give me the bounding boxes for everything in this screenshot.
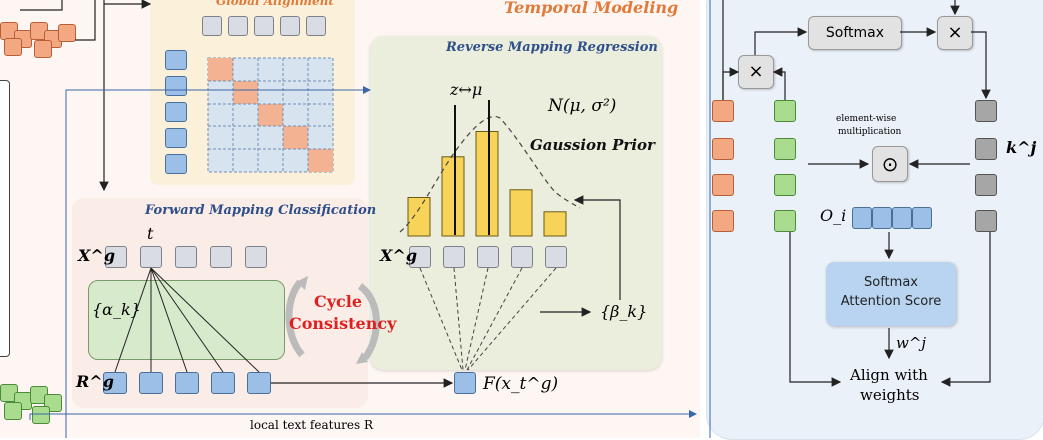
left-module-box [0,80,10,357]
gaussian-bar-chart [407,131,567,237]
orange-stack-item [58,24,76,42]
elementwise-label-2: multiplication [838,127,902,137]
right-k-feature [975,100,997,122]
oi-feature [872,207,892,229]
right-orange-feature [712,100,734,122]
reverse-xg-feature [477,246,499,268]
global-top-feature [254,16,274,36]
right-green-feature [774,138,796,160]
right-orange-feature [712,138,734,160]
gaussian-prior-label: Gaussion Prior [530,136,655,154]
right-k-feature [975,174,997,196]
global-left-feature [165,154,187,174]
forward-rg-feature [103,372,127,394]
forward-mapping-title: Forward Mapping Classification [145,203,377,218]
align-line1: Align with [850,366,928,384]
wj-label: w^j [896,334,927,352]
softmax-attention-box: Softmax Attention Score [826,262,956,326]
t-label: t [147,224,154,243]
green-stack-item [32,406,50,424]
attention-line2: Attention Score [840,294,942,309]
right-green-feature [774,210,796,232]
forward-rg-feature [247,372,271,394]
global-left-feature [165,76,187,96]
forward-xg-feature [210,246,232,268]
reverse-xg-feature [545,246,567,268]
forward-xg-feature-t [140,246,162,268]
right-k-feature [975,138,997,160]
forward-xg-feature [105,246,127,268]
orange-stack-item [34,40,52,58]
elementwise-label-1: element-wise [836,114,897,124]
alpha-label: {α_k} [92,300,141,319]
global-left-feature [165,102,187,122]
right-orange-feature [712,210,734,232]
attention-line1: Softmax [864,275,918,290]
oi-feature [892,207,912,229]
local-text-features-label: local text features R [250,418,374,432]
forward-rg-feature [211,372,235,394]
reverse-xg-feature [443,246,465,268]
right-green-feature [774,100,796,122]
reverse-mapping-title: Reverse Mapping Regression [446,40,658,55]
global-top-feature [280,16,300,36]
forward-xg-label: X^g [78,246,116,265]
global-top-feature [202,16,222,36]
softmax-box: Softmax [808,16,902,50]
orange-stack-item [4,38,22,56]
align-line2: weights [860,386,920,404]
gaussian-bar-2 [441,156,465,237]
global-top-feature [306,16,326,36]
global-top-feature [228,16,248,36]
kj-label: k^j [1006,138,1037,157]
forward-rg-feature [175,372,199,394]
gaussian-bar-1 [407,197,431,237]
consistency-label: Consistency [289,314,397,333]
elementwise-multiply-box: ⊙ [872,146,908,182]
rg-label: R^g [76,372,114,391]
alignment-matrix [207,57,334,173]
right-orange-feature [712,174,734,196]
temporal-modeling-title: Temporal Modeling [504,0,679,17]
forward-rg-feature [139,372,163,394]
cycle-label: Cycle [314,292,363,311]
right-k-feature [975,210,997,232]
beta-label: {β_k} [600,302,648,321]
multiply-box-left: × [738,55,774,89]
reverse-xg-feature [511,246,533,268]
oi-feature [912,207,932,229]
multiply-box-right: × [937,16,973,50]
oi-feature [852,207,872,229]
right-green-feature [774,174,796,196]
green-stack-item [4,402,22,420]
global-left-feature [165,50,187,70]
reverse-xg-feature [409,246,431,268]
forward-xg-feature [245,246,267,268]
f-output-label: F(x_t^g) [483,374,559,394]
oi-label: O_i [820,206,847,225]
normal-distribution-label: N(μ, σ²) [548,96,617,116]
forward-xg-feature [175,246,197,268]
gaussian-bar-5 [543,211,567,237]
gaussian-bar-3 [475,131,499,237]
f-output-feature [454,372,476,394]
global-alignment-title: Global Alignment [216,0,334,8]
global-left-feature [165,128,187,148]
reverse-xg-label: X^g [380,246,418,265]
gaussian-bar-4 [509,189,533,237]
z-mu-label: z↔μ [450,80,483,99]
